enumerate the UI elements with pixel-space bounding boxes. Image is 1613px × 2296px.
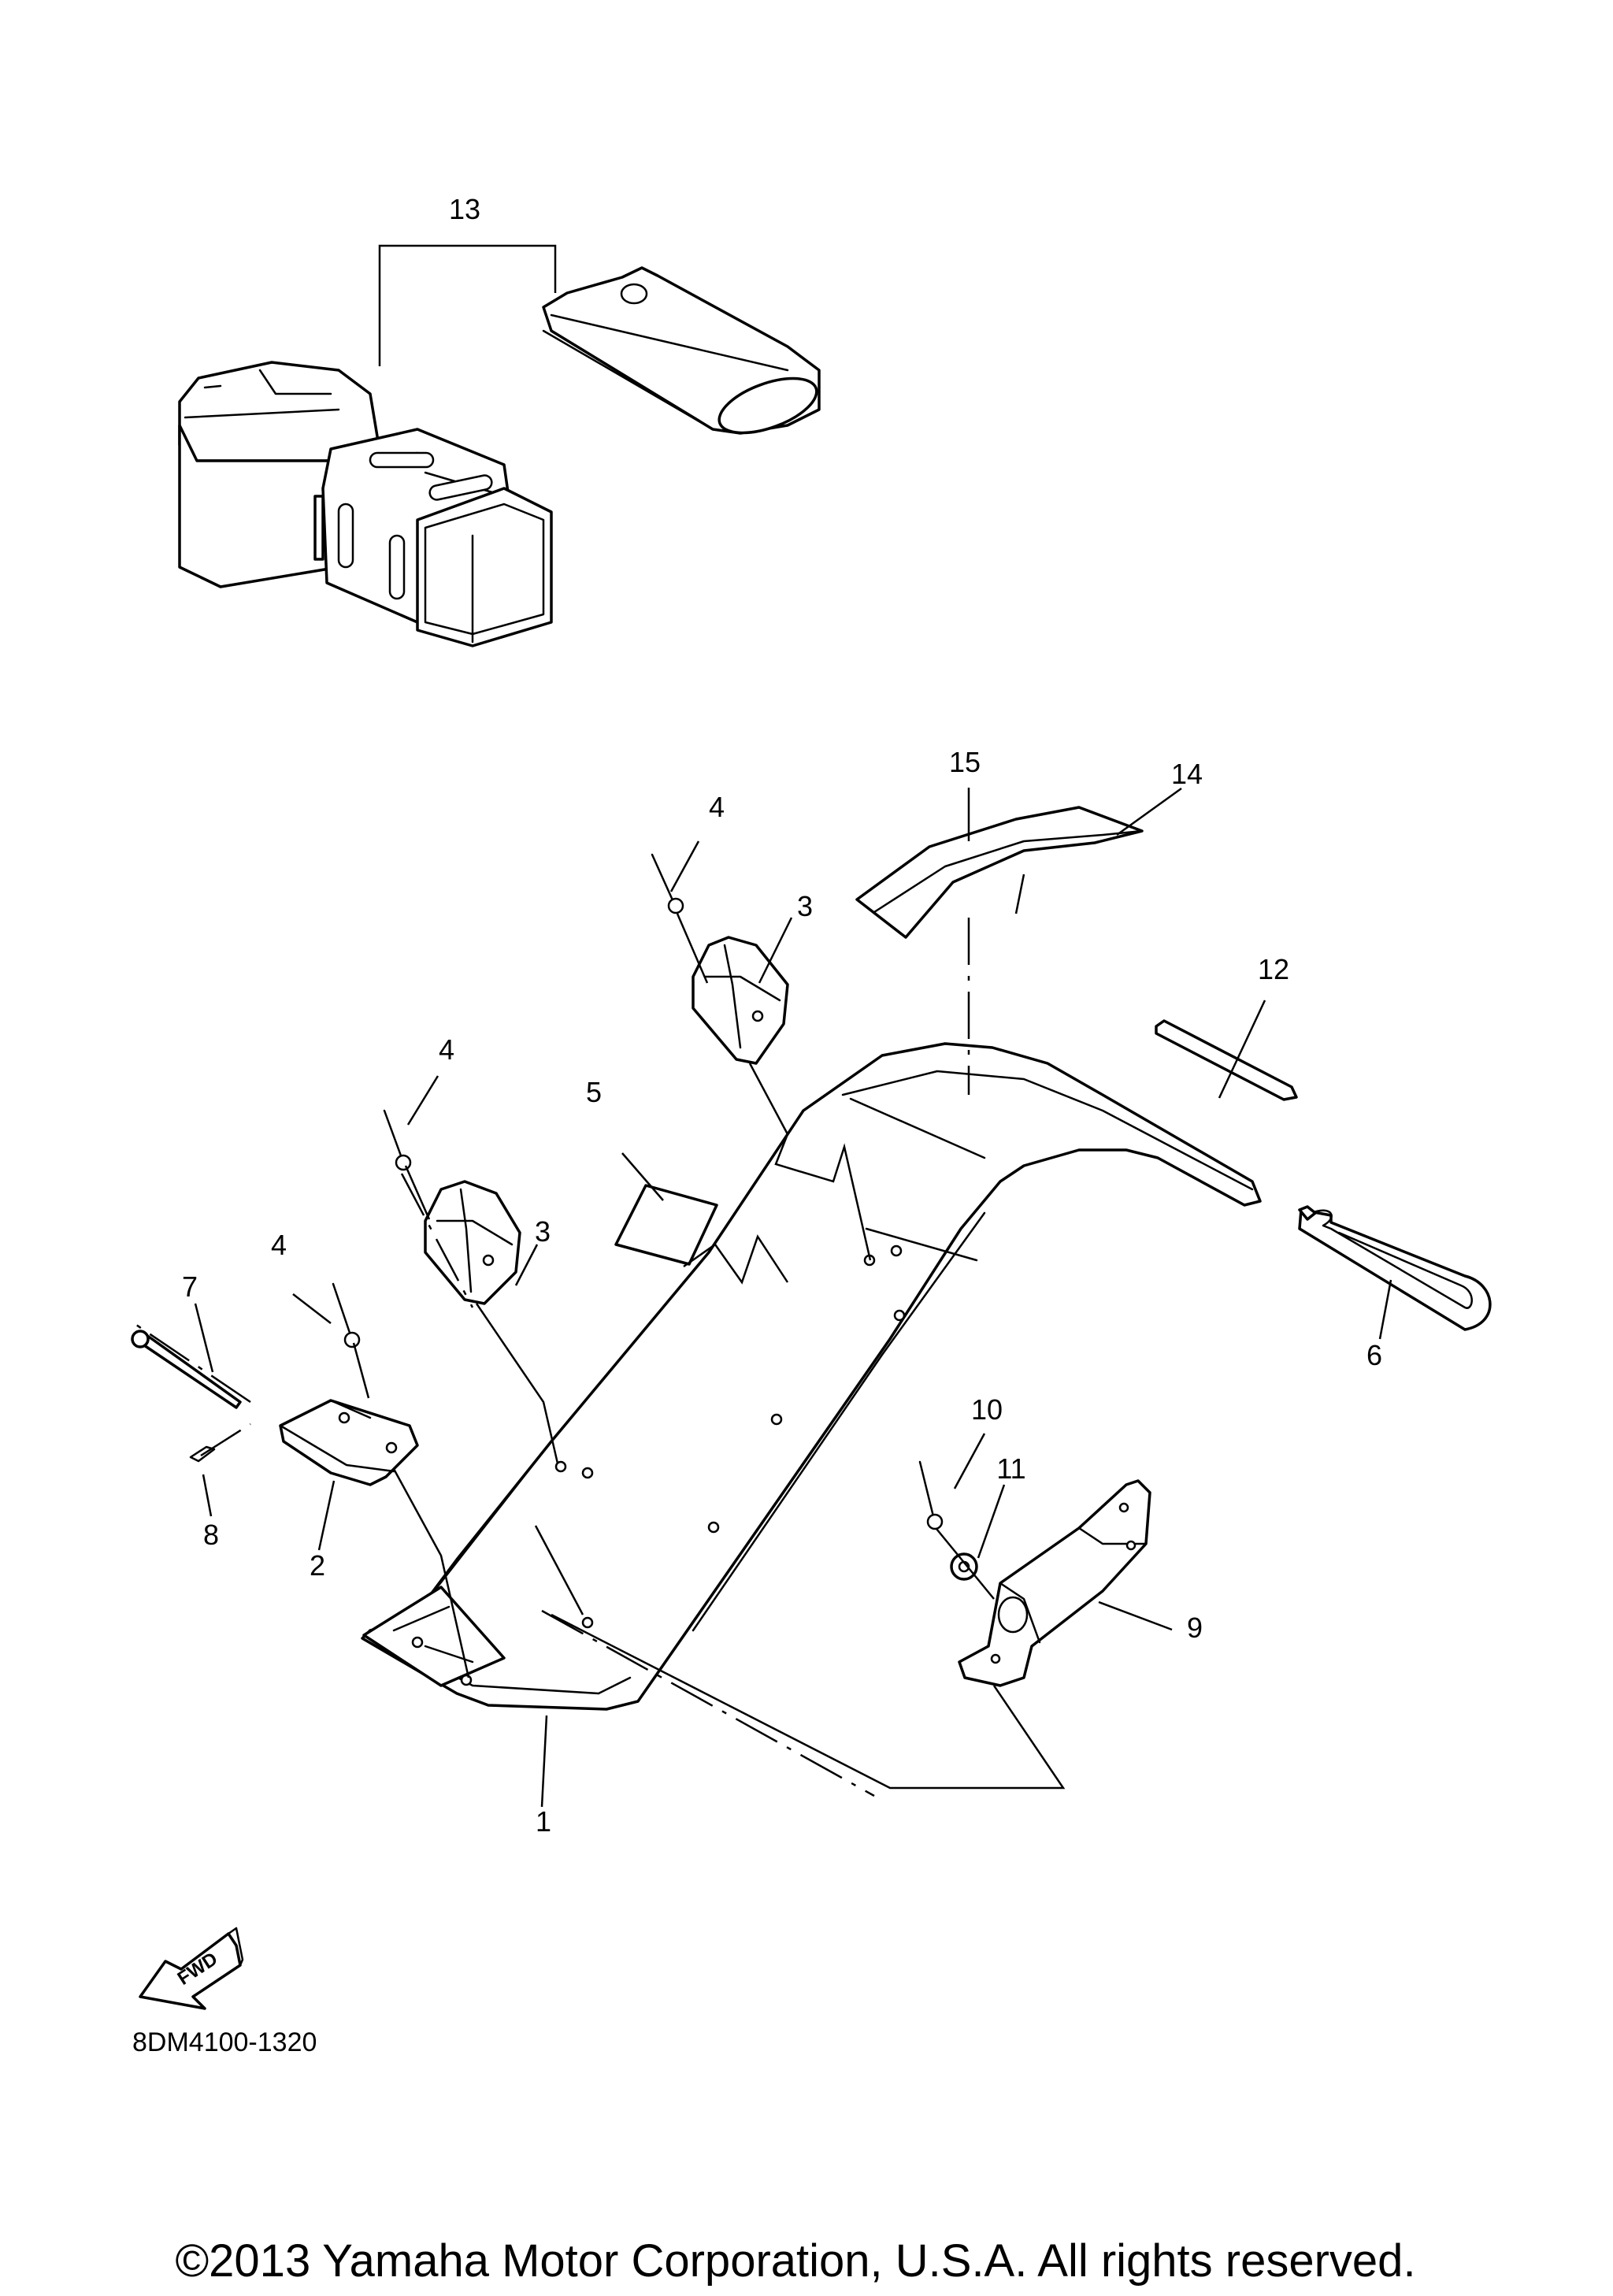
part-7-pin — [131, 1330, 242, 1409]
copyright-notice: ©2013 Yamaha Motor Corporation, U.S.A. A… — [175, 2235, 1415, 2287]
part-3-clamp-lower — [424, 1180, 521, 1305]
part-1-rear-fender — [361, 1042, 1262, 1711]
part-8-cotter-pin — [189, 1445, 216, 1463]
callout-14: 14 — [1171, 758, 1203, 790]
callout-3-lower: 3 — [535, 1215, 551, 1248]
diagram-code: 8DM4100-1320 — [132, 2027, 317, 2057]
part-4-rivet-lower — [332, 1282, 361, 1348]
callout-12: 12 — [1258, 953, 1289, 985]
callout-leaders — [194, 787, 1392, 1808]
fwd-arrow: FWD — [139, 1927, 244, 2010]
callout-9: 9 — [1187, 1612, 1203, 1644]
part-15-14-label-strip — [855, 806, 1144, 939]
callout-4-upper: 4 — [709, 791, 725, 823]
part-6-handle — [1298, 1205, 1492, 1331]
callout-10: 10 — [971, 1393, 1003, 1426]
callout-6: 6 — [1366, 1339, 1382, 1371]
callout-4-middle: 4 — [439, 1033, 454, 1066]
callout-15: 15 — [949, 746, 981, 778]
part-12-strip — [1155, 1019, 1298, 1101]
callout-4-lower: 4 — [271, 1229, 287, 1261]
callout-2: 2 — [310, 1549, 325, 1582]
part-5-label — [614, 1184, 718, 1266]
callout-8: 8 — [203, 1519, 219, 1551]
part-4-rivet-upper — [651, 853, 684, 914]
callout-3-upper: 3 — [797, 890, 813, 922]
part-11-washer — [950, 1552, 978, 1581]
callout-numbers: 13 15 14 4 3 12 4 5 3 4 7 6 10 11 8 2 9 … — [182, 193, 1382, 1838]
assembly-centerlines — [133, 918, 970, 1797]
callout-11: 11 — [996, 1452, 1025, 1485]
part-13-cap — [542, 266, 821, 435]
part-3-clamp-upper — [692, 936, 789, 1065]
callout-1: 1 — [536, 1805, 551, 1838]
callout-7: 7 — [182, 1270, 198, 1303]
part-10-rivet — [918, 1460, 944, 1530]
part-9-bracket — [958, 1479, 1151, 1687]
part-4-rivet-middle — [383, 1109, 412, 1171]
leader-lines — [352, 874, 1066, 1790]
part-13-relay-assembly — [178, 244, 557, 647]
part-2-bracket — [279, 1399, 419, 1486]
callout-5: 5 — [586, 1076, 602, 1108]
callout-13: 13 — [449, 193, 480, 225]
